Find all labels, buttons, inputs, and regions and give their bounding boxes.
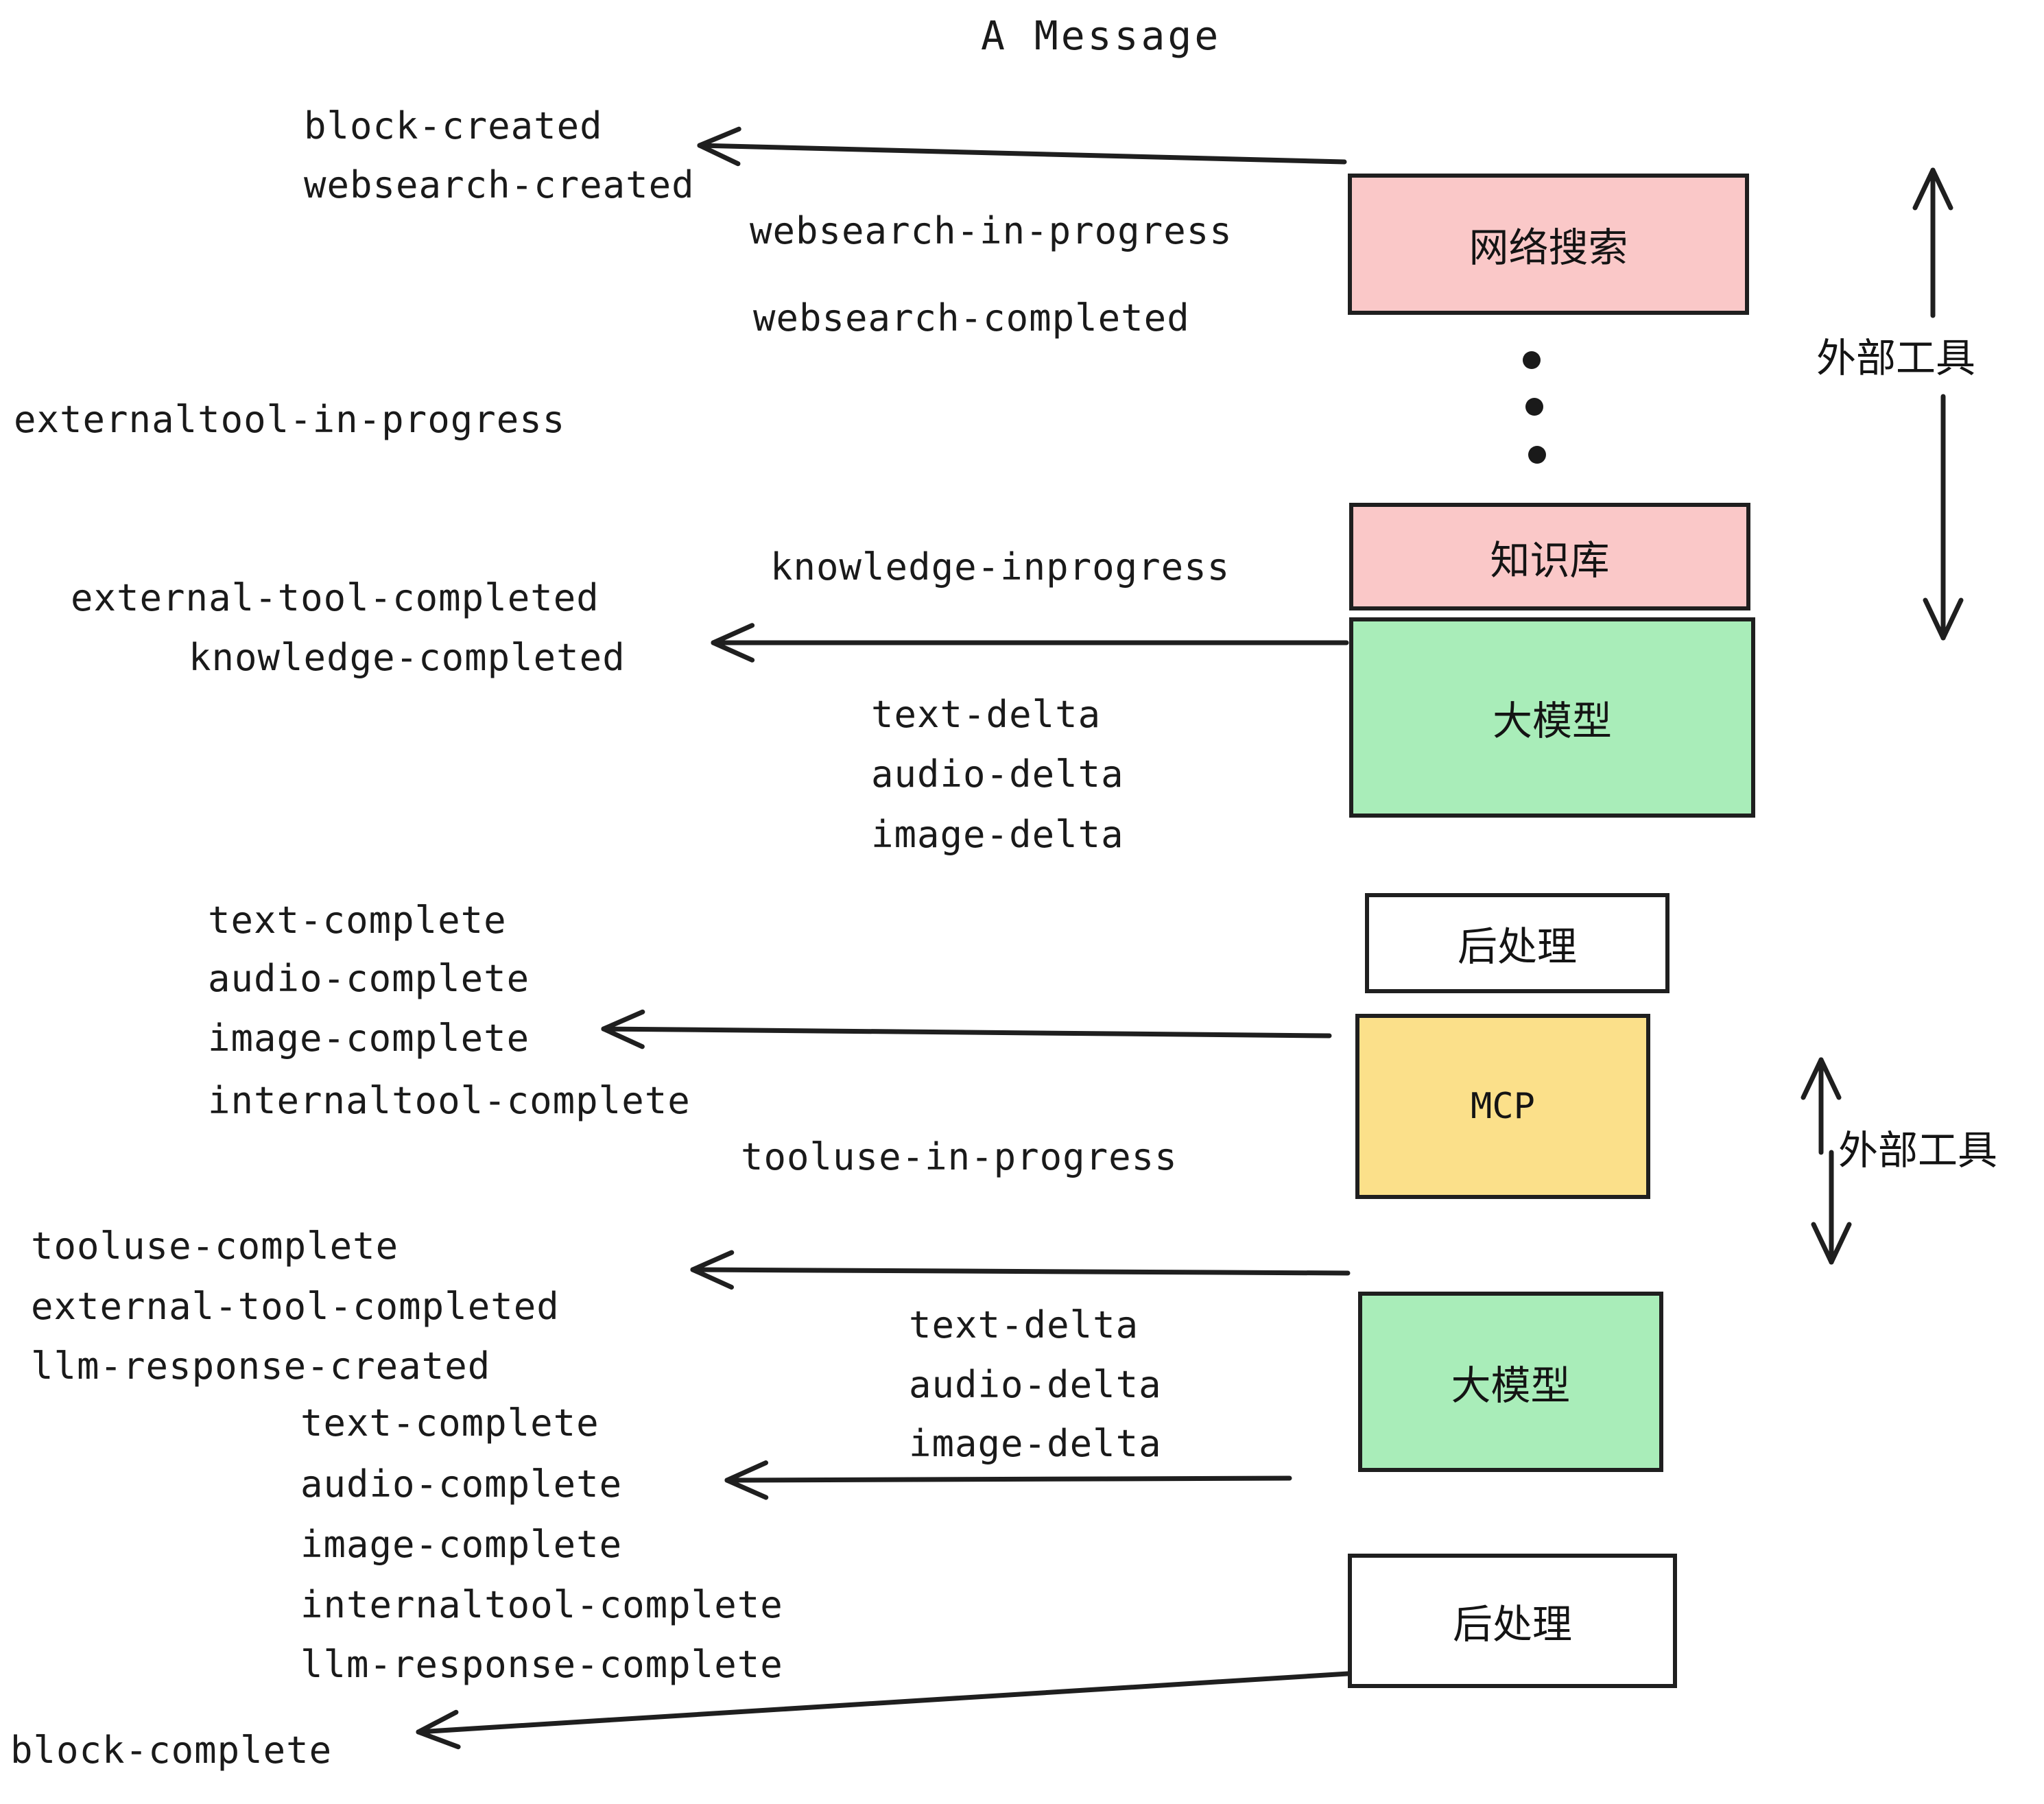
arrow-tooluse-complete-head-a [690,1267,734,1290]
event-label: tooluse-in-progress [741,1135,1178,1178]
external-tool-bottom-label: 外部工具 [1838,1127,1998,1174]
node-mcp: MCP [1355,1014,1650,1199]
arrow-image-complete-shaft [601,1026,1332,1039]
node-llm-bottom: 大模型 [1358,1292,1663,1472]
external-tool-arrow-down-top-head-a [1923,597,1946,641]
external-tool-top-label: 外部工具 [1816,335,1976,381]
external-tool-arrow-up-bot-head-a [1801,1057,1824,1100]
event-label: websearch-created [304,163,695,206]
arrow-audio-complete-head-b [724,1460,769,1483]
event-label: audio-complete [208,957,530,1000]
event-label: image-delta [871,813,1124,856]
event-label: tooluse-complete [31,1224,399,1268]
event-label: audio-delta [871,752,1124,796]
event-label: external-tool-completed [31,1285,560,1328]
event-label: audio-complete [300,1462,623,1506]
ellipsis-dot [1523,351,1541,369]
node-post-top: 后处理 [1365,893,1669,993]
ellipsis-dot [1525,398,1543,416]
arrow-tooluse-complete-shaft [690,1267,1351,1276]
event-label: websearch-in-progress [750,209,1233,252]
node-websearch: 网络搜索 [1348,174,1749,315]
arrow-block-created-shaft [697,143,1347,165]
arrow-knowledge-completed-head-b [711,623,755,645]
arrow-image-complete-head-a [601,1026,645,1049]
node-post-bottom: 后处理 [1348,1554,1677,1688]
node-label: 网络搜索 [1469,224,1628,271]
event-label: llm-response-created [31,1344,491,1388]
ellipsis-dot [1528,446,1546,464]
event-label: text-complete [300,1401,599,1445]
event-label: audio-delta [909,1363,1162,1406]
event-label: image-complete [300,1523,623,1566]
node-label: 大模型 [1451,1362,1571,1409]
node-label: 知识库 [1490,536,1610,584]
arrow-image-complete-head-b [601,1009,645,1032]
node-label: 后处理 [1457,923,1577,970]
event-label: external-tool-completed [71,576,599,619]
event-label: knowledge-inprogress [770,545,1231,589]
event-label: image-complete [208,1017,530,1060]
event-label: internaltool-complete [300,1583,783,1626]
event-label: externaltool-in-progress [14,398,566,441]
external-tool-arrow-down-bot-head-b [1829,1222,1852,1265]
external-tool-arrow-down-bot-head-a [1811,1222,1834,1265]
node-knowledge: 知识库 [1349,503,1750,610]
arrow-block-complete-head-b [416,1709,459,1735]
event-label: block-created [304,104,603,147]
arrow-audio-complete-head-a [724,1477,769,1500]
page-title: A Message [981,12,1222,59]
event-label: text-delta [909,1303,1139,1346]
node-label: 大模型 [1492,698,1612,744]
event-label: block-complete [10,1729,333,1772]
arrow-audio-complete-shaft [724,1475,1292,1483]
event-label: knowledge-completed [189,636,626,679]
node-llm-top: 大模型 [1349,617,1755,818]
arrow-block-complete-head-a [416,1729,461,1750]
external-tool-arrow-up-top-head-a [1912,167,1936,211]
arrow-tooluse-complete-head-b [690,1250,735,1272]
event-label: text-complete [208,899,507,942]
node-label: 后处理 [1452,1601,1572,1648]
external-tool-arrow-up-bot-head-b [1818,1057,1842,1100]
event-label: text-delta [871,693,1102,736]
arrow-block-created-head-a [697,143,741,167]
arrow-knowledge-completed-head-a [711,640,755,663]
node-label: MCP [1471,1086,1535,1127]
external-tool-arrow-up-top-head-b [1930,167,1953,211]
event-label: websearch-completed [753,296,1190,340]
arrow-block-created-head-b [697,126,741,148]
event-label: internaltool-complete [208,1079,691,1122]
event-label: image-delta [909,1422,1162,1465]
external-tool-arrow-down-top-head-b [1940,597,1964,641]
event-label: llm-response-complete [300,1643,783,1686]
